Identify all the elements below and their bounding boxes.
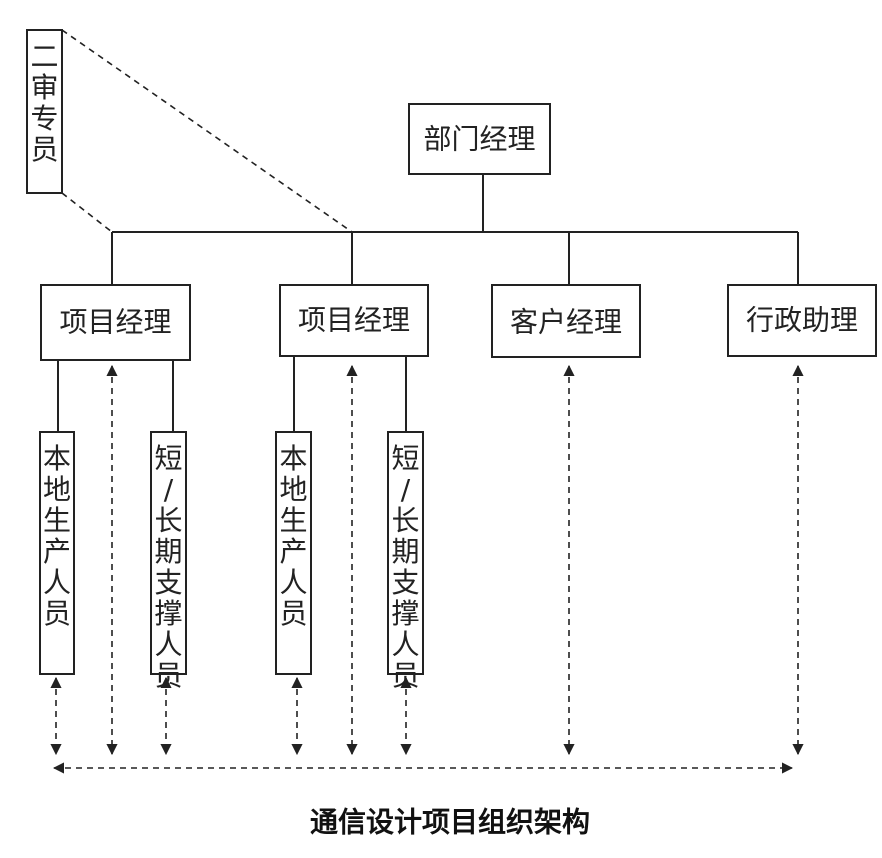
reviewer-label: 二审专员 — [30, 40, 58, 166]
local-staff-node-2: 本地生产人员 — [275, 431, 312, 675]
local-staff-node-1: 本地生产人员 — [39, 431, 75, 675]
support-staff-label-1: 短/长期支撑人员 — [154, 442, 182, 692]
project-manager-label-1: 项目经理 — [59, 306, 171, 339]
project-manager-node-1: 项目经理 — [40, 284, 191, 361]
support-staff-label-2: 短/长期支撑人员 — [391, 442, 419, 692]
reviewer-connectors — [61, 29, 353, 233]
support-staff-node-1: 短/长期支撑人员 — [150, 431, 187, 692]
admin-assistant-label: 行政助理 — [746, 304, 858, 337]
account-manager-node: 客户经理 — [491, 284, 641, 358]
dashed-arrows — [50, 364, 804, 774]
local-staff-label-1: 本地生产人员 — [43, 442, 71, 630]
account-manager-label: 客户经理 — [510, 306, 622, 339]
dept-manager-node: 部门经理 — [408, 103, 551, 175]
local-staff-label-2: 本地生产人员 — [279, 442, 307, 630]
dept-manager-label: 部门经理 — [423, 123, 535, 156]
diagram-caption: 通信设计项目组织架构 — [310, 806, 590, 839]
hierarchy-lines — [57, 174, 799, 432]
project-manager-node-2: 项目经理 — [279, 284, 429, 357]
reviewer-node: 二审专员 — [26, 29, 63, 194]
admin-assistant-node: 行政助理 — [727, 284, 877, 357]
support-staff-node-2: 短/长期支撑人员 — [387, 431, 424, 692]
project-manager-label-2: 项目经理 — [298, 304, 410, 337]
